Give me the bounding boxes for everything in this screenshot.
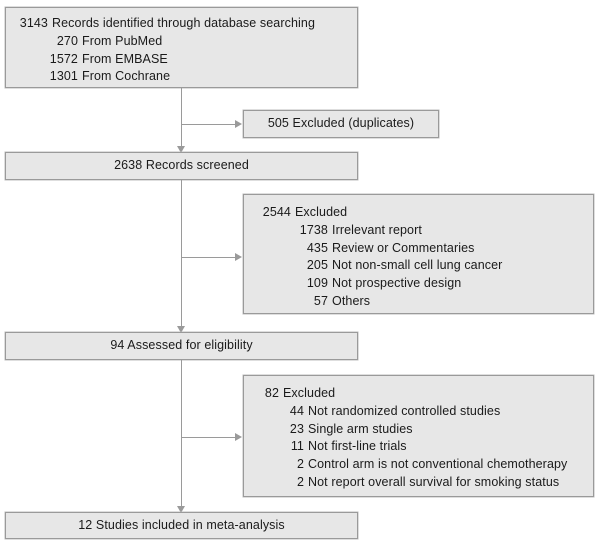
arrowhead-down-to-eligibility [176, 326, 185, 333]
assessed-for-eligibility-text: 94 Assessed for eligibility [110, 338, 253, 353]
label: Excluded [295, 205, 348, 219]
connector-to-screening-excluded [181, 257, 236, 258]
label: From Cochrane [82, 69, 171, 84]
screening-excluded-row: 2544 Excluded [254, 204, 593, 222]
count: 1738 [299, 222, 328, 237]
label: Not first-line trials [308, 439, 407, 454]
count: 2544 [262, 205, 291, 219]
connector-to-duplicates [181, 124, 236, 125]
connector-to-eligibility-excluded [181, 437, 236, 438]
label: Records identified through database sear… [52, 16, 316, 30]
count: 1301 [49, 69, 78, 84]
label: Excluded [283, 386, 336, 400]
arrowhead-right-to-duplicates [235, 119, 242, 128]
screening-excluded-row: 109 Not prospective design [254, 275, 593, 293]
records-screened-box: 2638 Records screened [5, 152, 358, 180]
eligibility-excluded-box: 82 Excluded 44 Not randomized controlled… [243, 375, 594, 497]
arrowhead-down-to-included [176, 506, 185, 513]
label: Not prospective design [332, 276, 462, 290]
screening-excluded-row: 205 Not non-small cell lung cancer [254, 257, 593, 275]
count: 109 [306, 276, 328, 290]
count: 3143 [19, 16, 48, 30]
connector-identified-to-screened [181, 88, 182, 148]
records-identified-row: 270 From PubMed [16, 33, 357, 51]
eligibility-excluded-row: 23 Single arm studies [254, 421, 593, 439]
eligibility-excluded-row: 2 Control arm is not conventional chemot… [254, 456, 593, 474]
screening-excluded-row: 435 Review or Commentaries [254, 240, 593, 258]
label: Not randomized controlled studies [308, 403, 501, 418]
eligibility-excluded-row: 2 Not report overall survival for smokin… [254, 474, 593, 492]
eligibility-excluded-row: 44 Not randomized controlled studies [254, 403, 593, 421]
screening-excluded-row: 1738 Irrelevant report [254, 222, 593, 240]
studies-included-box: 12 Studies included in meta-analysis [5, 512, 358, 539]
arrowhead-right-to-eligibility-excluded [235, 432, 242, 441]
screening-excluded-box: 2544 Excluded 1738 Irrelevant report 435… [243, 194, 594, 314]
records-identified-row: 1301 From Cochrane [16, 68, 357, 86]
eligibility-excluded-row: 82 Excluded [254, 385, 593, 403]
screening-excluded-row: 57 Others [254, 293, 593, 311]
records-identified-box: 3143 Records identified through database… [5, 7, 358, 88]
count: 270 [56, 33, 78, 48]
label: Irrelevant report [332, 222, 422, 237]
count: 57 [313, 293, 328, 308]
count: 2 [296, 474, 304, 489]
duplicates-excluded-text: 505 Excluded (duplicates) [267, 116, 415, 131]
label: Single arm studies [308, 421, 413, 436]
count: 1572 [49, 51, 78, 66]
assessed-for-eligibility-box: 94 Assessed for eligibility [5, 332, 358, 360]
arrowhead-down-to-screened [176, 146, 185, 153]
count: 435 [306, 240, 328, 255]
label: From PubMed [82, 33, 163, 48]
label: From EMBASE [82, 51, 168, 66]
records-identified-row: 1572 From EMBASE [16, 51, 357, 69]
count: 2 [296, 457, 304, 471]
label: Not report overall survival for smoking … [308, 474, 560, 489]
connector-screened-to-eligibility [181, 180, 182, 328]
records-identified-row: 3143 Records identified through database… [16, 15, 357, 33]
count: 205 [306, 258, 328, 273]
eligibility-excluded-row: 11 Not first-line trials [254, 438, 593, 456]
count: 44 [289, 403, 304, 418]
count: 11 [290, 439, 304, 454]
count: 23 [289, 421, 304, 436]
records-screened-text: 2638 Records screened [114, 158, 249, 173]
label: Review or Commentaries [332, 240, 475, 255]
label: Others [332, 293, 371, 308]
connector-eligibility-to-included [181, 360, 182, 508]
duplicates-excluded-box: 505 Excluded (duplicates) [243, 110, 439, 138]
label: Control arm is not conventional chemothe… [308, 457, 568, 471]
label: Not non-small cell lung cancer [332, 258, 503, 273]
count: 82 [264, 386, 279, 400]
studies-included-text: 12 Studies included in meta-analysis [78, 517, 285, 532]
arrowhead-right-to-screening-excluded [235, 252, 242, 261]
